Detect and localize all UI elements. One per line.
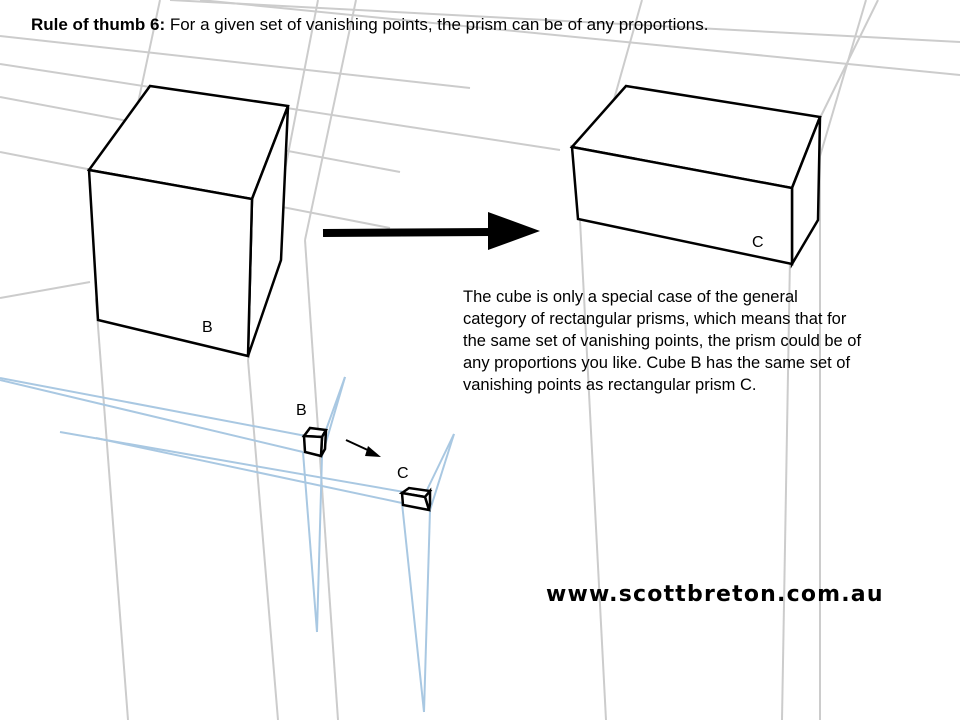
label-prism-c-large: C <box>752 234 764 251</box>
cube-b-small <box>301 426 329 458</box>
prism-c-small <box>398 486 433 512</box>
big-arrow <box>322 212 540 250</box>
guide-line <box>429 433 455 511</box>
prism-c-front-face <box>570 145 794 266</box>
guide-line <box>169 0 960 43</box>
guide-line <box>95 299 129 721</box>
description-line: The cube is only a special case of the g… <box>463 288 798 306</box>
prism-c-small-front <box>400 491 431 512</box>
big-arrow-shaft <box>322 228 493 237</box>
description-line: the same set of vanishing points, the pr… <box>463 332 862 350</box>
description-paragraph: The cube is only a special case of the g… <box>463 286 933 396</box>
guide-line <box>199 0 960 76</box>
page-title: Rule of thumb 6: For a given set of vani… <box>31 15 708 35</box>
guide-line <box>781 257 791 721</box>
title-text: For a given set of vanishing points, the… <box>169 15 709 34</box>
guide-line <box>304 0 357 241</box>
guide-line <box>0 377 307 437</box>
guide-line <box>423 509 431 713</box>
guide-line <box>579 219 607 721</box>
big-arrow-head <box>488 212 540 250</box>
guide-line <box>0 379 304 453</box>
guide-line <box>95 437 403 504</box>
small-arrow <box>345 439 381 457</box>
description-line: category of rectangular prisms, which me… <box>463 310 847 328</box>
blue-guide-lines <box>0 376 455 713</box>
cube-b-small-front <box>302 434 324 458</box>
guide-line <box>0 35 471 89</box>
cube-b-large <box>86 84 290 358</box>
description-line: vanishing points as rectangular prism C. <box>463 376 757 394</box>
label-prism-c-small: C <box>397 465 409 482</box>
guide-line <box>302 451 318 633</box>
guide-line <box>247 359 279 721</box>
small-arrow-head <box>365 446 381 457</box>
guide-line <box>316 455 323 633</box>
website-url: www.scottbreton.com.au <box>546 582 884 607</box>
label-cube-b-large: B <box>202 319 213 336</box>
prism-c-large <box>569 84 822 269</box>
cube-b-front-face <box>87 168 254 358</box>
title-bold: Rule of thumb 6: <box>31 15 166 34</box>
guide-line <box>425 433 455 493</box>
guide-line <box>819 0 879 119</box>
guide-line <box>401 502 425 713</box>
guide-line <box>0 281 91 299</box>
label-cube-b-small: B <box>296 402 307 419</box>
description-line: any proportions you like. Cube B has the… <box>463 354 851 372</box>
